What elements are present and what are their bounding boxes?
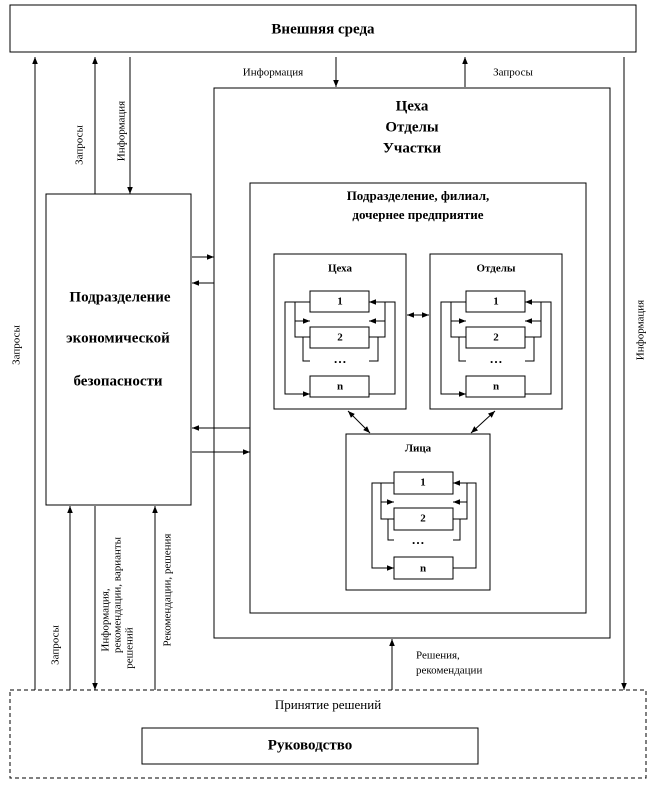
bottom-info-label-line2: рекомендации, варианты xyxy=(112,536,124,653)
workshops-item-n: n xyxy=(337,381,343,393)
persons-box: Лица 1 2 … n xyxy=(345,433,491,591)
top-info-label: Информация xyxy=(243,67,303,79)
persons-item-ellipsis: … xyxy=(412,532,425,547)
econ-requests-up-flow: Запросы xyxy=(74,57,98,194)
persons-item-2: 2 xyxy=(420,513,426,525)
left-requests-flow: Запросы xyxy=(11,57,38,690)
right-info-flow: Информация xyxy=(621,57,647,690)
decisions-label-line1: Решения, xyxy=(416,650,460,662)
subdivision-line2: дочернее предприятие xyxy=(352,207,483,222)
departments-box: Отделы 1 2 … n xyxy=(429,253,563,410)
external-environment-box: Внешняя среда xyxy=(9,4,637,53)
bottom-requests-label: Запросы xyxy=(50,625,62,665)
persons-item-n: n xyxy=(420,563,426,575)
external-environment-label: Внешняя среда xyxy=(271,21,375,37)
econ-requests-label: Запросы xyxy=(74,125,86,165)
departments-item-1: 1 xyxy=(493,296,499,308)
economic-security-line2: экономической xyxy=(66,330,170,346)
shops-block-line2: Отделы xyxy=(385,119,438,135)
subdivision-line1: Подразделение, филиал, xyxy=(347,188,490,203)
economic-security-line3: безопасности xyxy=(73,373,162,389)
workshops-item-2: 2 xyxy=(337,332,343,344)
economic-security-line1: Подразделение xyxy=(69,289,171,305)
workshops-persons-arrow xyxy=(347,410,371,434)
economic-security-box: Подразделение экономической безопасности xyxy=(45,193,192,506)
bottom-info-label-line3: решений xyxy=(124,627,136,669)
departments-title: Отделы xyxy=(476,263,515,275)
left-requests-label: Запросы xyxy=(11,325,23,365)
workshops-title: Цеха xyxy=(328,263,353,275)
top-info-flow: Информация xyxy=(243,57,339,87)
bottom-requests-flow: Запросы xyxy=(50,506,73,690)
econ-info-down-flow: Информация xyxy=(116,57,133,194)
management-label: Руководство xyxy=(268,737,352,753)
departments-item-ellipsis: … xyxy=(490,351,503,366)
workshops-box: Цеха 1 2 … n xyxy=(273,253,407,410)
right-info-label: Информация xyxy=(635,300,647,360)
shops-block-line1: Цеха xyxy=(396,98,429,114)
decision-making-label: Принятие решений xyxy=(275,697,381,712)
econ-info-label: Информация xyxy=(116,101,128,161)
top-requests-flow: Запросы xyxy=(462,57,533,87)
shops-block-line3: Участки xyxy=(383,140,442,156)
departments-persons-arrow xyxy=(470,410,496,434)
decisions-label-line2: рекомендации xyxy=(416,665,482,677)
bottom-recommend-flow: Рекомендации, решения xyxy=(152,506,174,690)
top-requests-label: Запросы xyxy=(493,67,533,79)
bottom-info-label-line1: Информация, xyxy=(100,588,112,651)
departments-item-2: 2 xyxy=(493,332,499,344)
workshops-item-ellipsis: … xyxy=(334,351,347,366)
bottom-info-flow: Информация, рекомендации, варианты решен… xyxy=(92,506,136,690)
persons-item-1: 1 xyxy=(420,477,426,489)
bottom-decisions-flow: Решения, рекомендации xyxy=(389,639,482,690)
management-box: Руководство xyxy=(141,727,479,765)
workshops-item-1: 1 xyxy=(337,296,343,308)
persons-title: Лица xyxy=(405,443,432,455)
departments-item-n: n xyxy=(493,381,499,393)
bottom-recommend-label: Рекомендации, решения xyxy=(162,534,174,647)
